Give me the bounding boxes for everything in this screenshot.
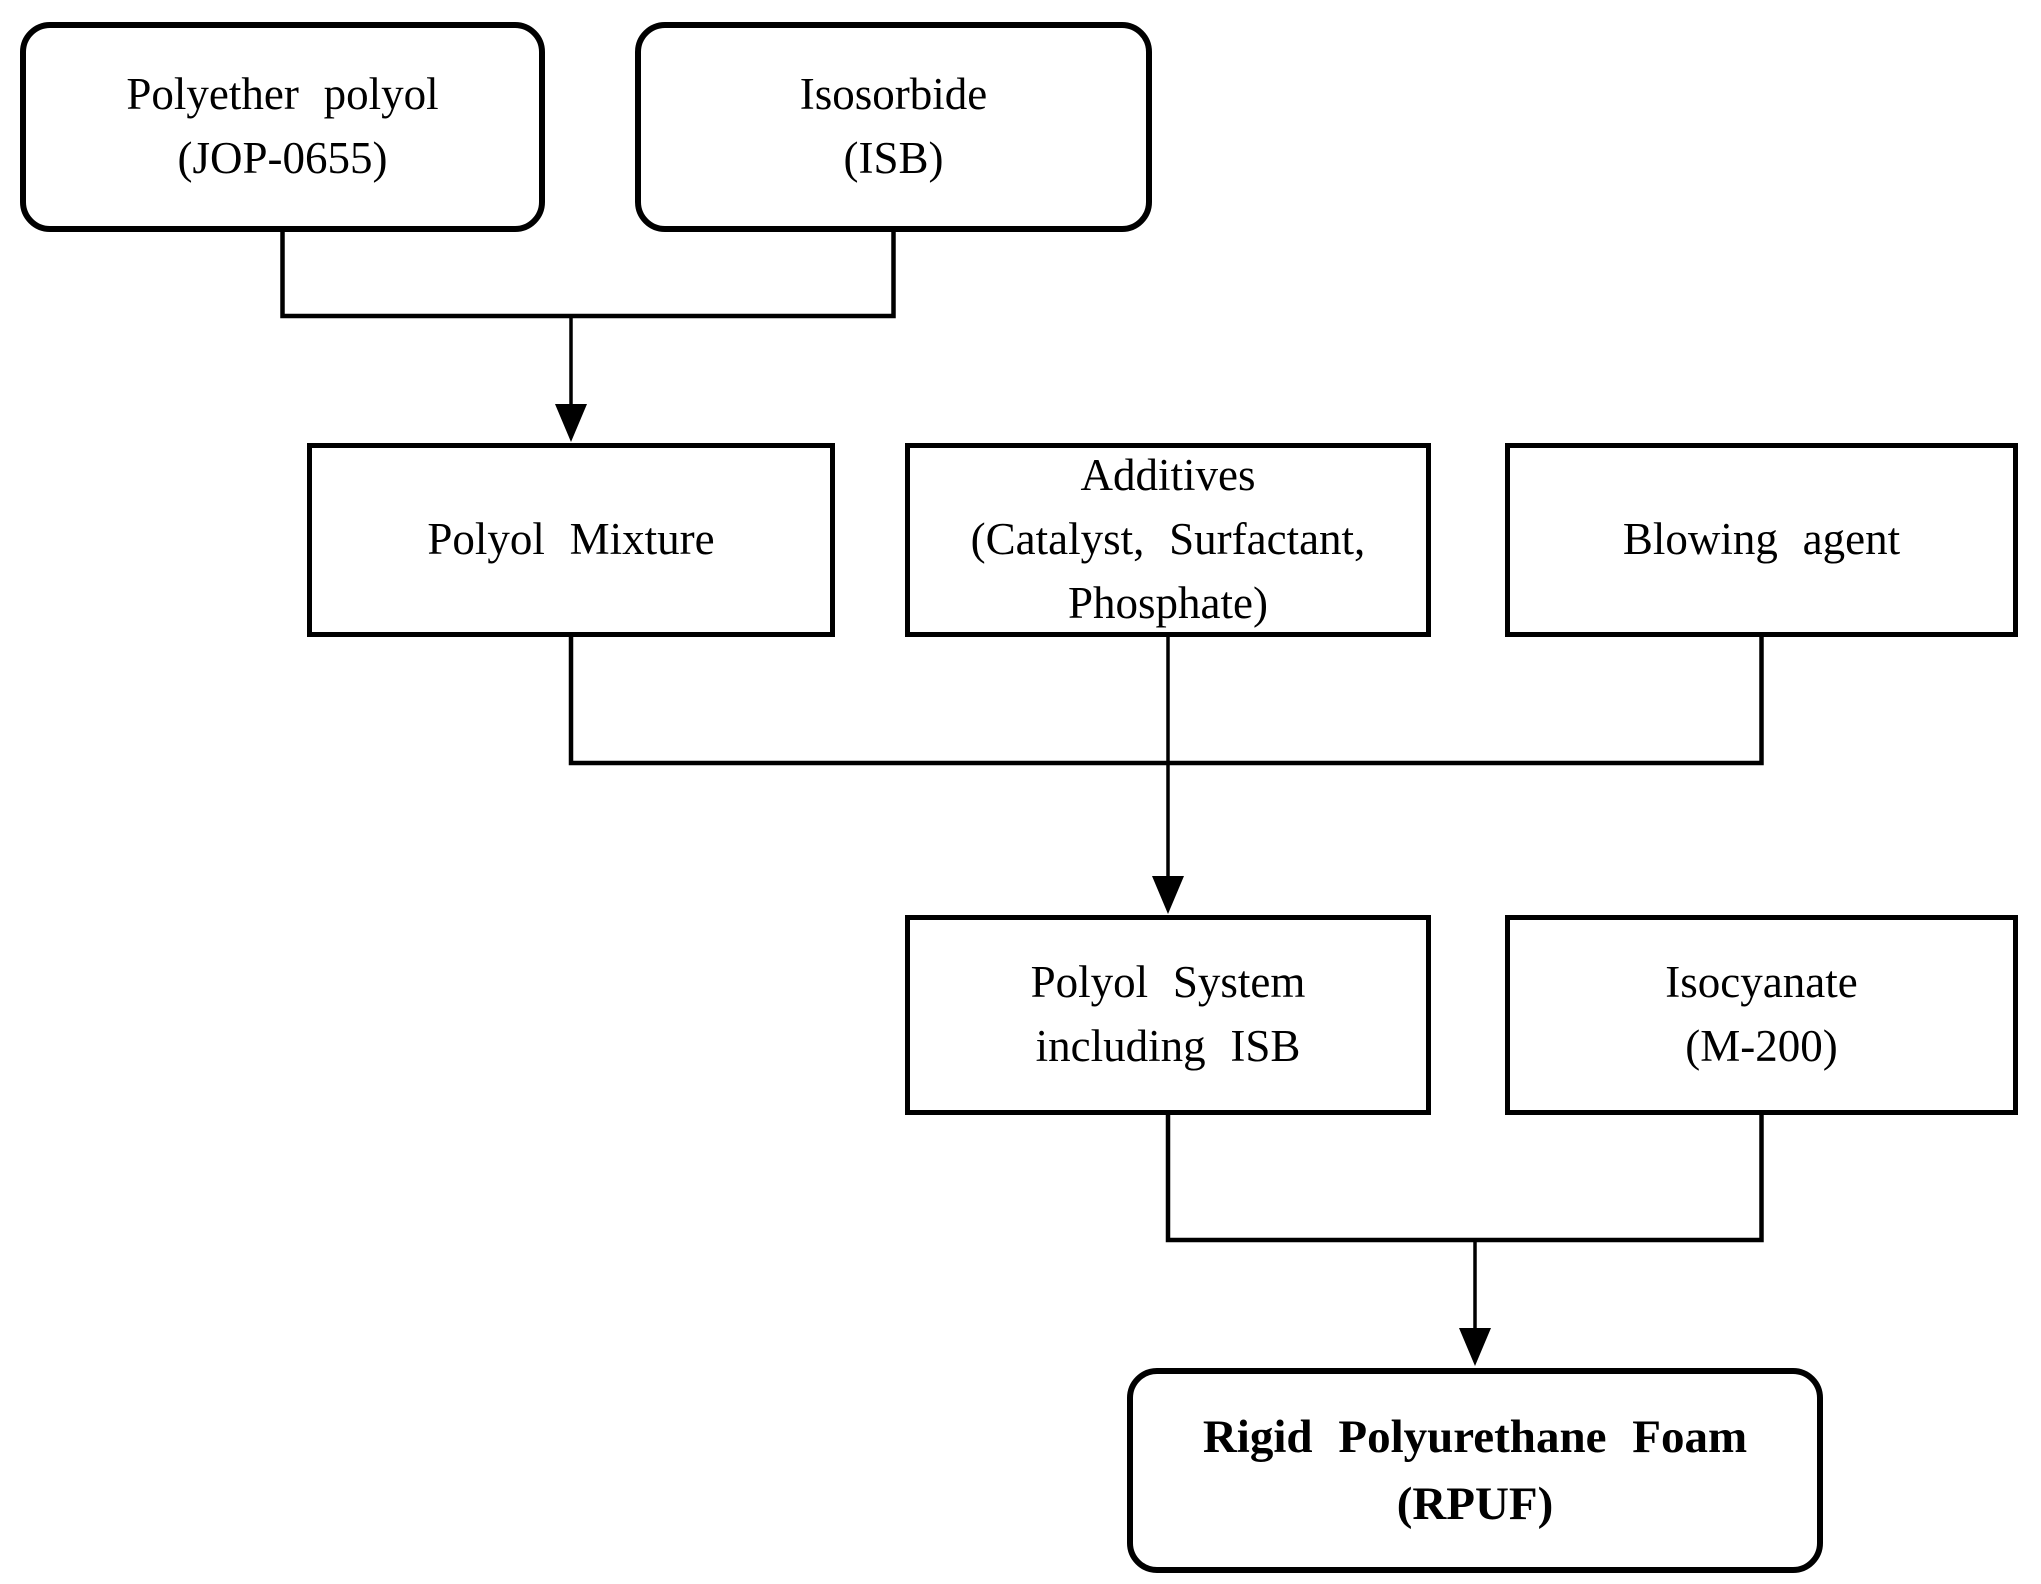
node-polyether-polyol-line2: (JOP-0655)	[177, 133, 388, 183]
node-isocyanate-line2: (M-200)	[1685, 1021, 1838, 1071]
node-polyether-polyol-line1: Polyether polyol	[126, 69, 439, 120]
node-blowing-agent-line1: Blowing agent	[1622, 514, 1901, 565]
node-isosorbide: Isosorbide (ISB)	[635, 22, 1152, 232]
node-additives-line2: (Catalyst, Surfactant,	[970, 514, 1366, 565]
node-isocyanate-line1: Isocyanate	[1665, 957, 1858, 1008]
node-isosorbide-line1: Isosorbide	[799, 69, 988, 120]
node-polyol-system: Polyol System including ISB	[905, 915, 1431, 1115]
arrowhead-polyol-mixture	[555, 404, 587, 442]
node-polyol-system-line2: including ISB	[1035, 1021, 1301, 1071]
node-isosorbide-line2: (ISB)	[843, 133, 944, 183]
node-rpuf-line1: Rigid Polyurethane Foam	[1202, 1410, 1748, 1463]
node-blowing-agent: Blowing agent	[1505, 443, 2018, 637]
node-polyol-mixture-line1: Polyol Mixture	[427, 514, 715, 565]
node-polyol-mixture: Polyol Mixture	[307, 443, 835, 637]
arrowhead-polyol-system	[1152, 876, 1184, 914]
node-additives-line1: Additives	[1080, 450, 1256, 501]
node-additives: Additives (Catalyst, Surfactant, Phospha…	[905, 443, 1431, 637]
node-rpuf-line2: (RPUF)	[1396, 1477, 1554, 1530]
arrowhead-rpuf	[1459, 1328, 1491, 1366]
node-polyol-system-line1: Polyol System	[1030, 957, 1306, 1008]
edge-row3-merge	[1165, 1115, 1764, 1243]
node-isocyanate: Isocyanate (M-200)	[1505, 915, 2018, 1115]
node-polyether-polyol: Polyether polyol (JOP-0655)	[20, 22, 545, 232]
node-rigid-polyurethane-foam: Rigid Polyurethane Foam (RPUF)	[1127, 1368, 1823, 1573]
edge-row1-merge	[280, 232, 896, 319]
node-additives-line3: Phosphate)	[1068, 577, 1268, 628]
